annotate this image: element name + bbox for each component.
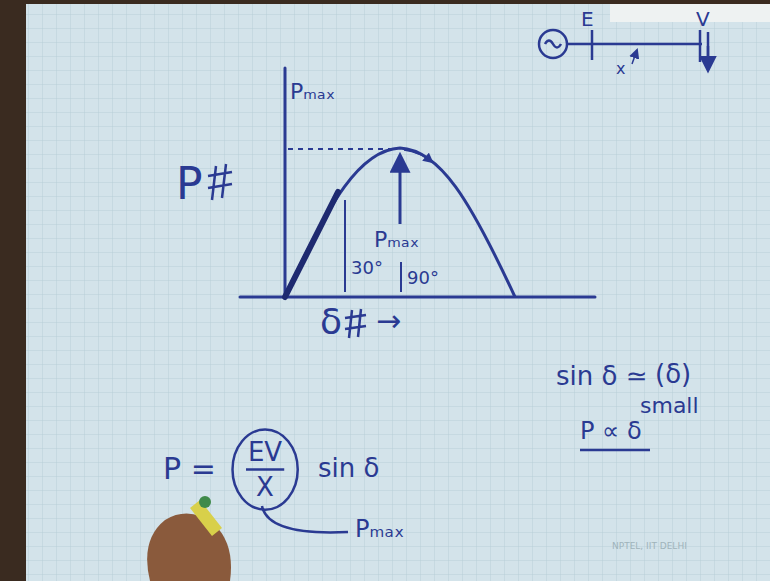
fraction-term: EV [231, 435, 299, 470]
scribble [208, 164, 366, 338]
fraction-term: X [231, 470, 299, 505]
handwritten-label: Pₘₐₓ [290, 80, 335, 104]
pmax-arrow [399, 156, 402, 224]
sine-curve [285, 148, 515, 297]
handwritten-label: P [176, 160, 203, 208]
pmax-dashed-line [288, 148, 392, 150]
handwritten-label: Pₘₐₓ [374, 228, 419, 252]
paper-corner [610, 4, 770, 22]
handwritten-label: V [696, 8, 710, 30]
label-slot: → [376, 304, 401, 337]
label-slot: sin δ ≃ [556, 362, 647, 391]
handwritten-label: δ [320, 302, 342, 342]
label-slot: Pₘₐₓ [290, 80, 335, 104]
label-slot: P ∝ δ [580, 418, 642, 444]
handwritten-label: P ∝ δ [580, 418, 642, 444]
fraction-bar [246, 469, 284, 472]
handwritten-label: (δ) [655, 360, 691, 389]
label-slot: small [640, 394, 699, 418]
label-slot: Pₘₐₓ [374, 228, 419, 252]
label-slot: x [616, 60, 625, 78]
label-slot: Pₘₐₓ [355, 516, 404, 542]
handwritten-label: NPTEL, IIT DELHI [612, 542, 687, 552]
handwritten-label: small [640, 394, 699, 418]
label-slot: E [581, 8, 594, 30]
label-slot: V [696, 8, 710, 30]
handwritten-label: Pₘₐₓ [355, 516, 404, 542]
underline [580, 449, 650, 452]
circled-term: EVX [231, 428, 299, 511]
angle-marker [344, 200, 346, 292]
handwritten-label: E [581, 8, 594, 30]
handwritten-label: 30° [351, 258, 383, 278]
axes [240, 68, 595, 298]
label-slot: sin δ [318, 454, 379, 483]
label-slot: 30° [351, 258, 383, 278]
paper-sheet [26, 4, 770, 581]
handwritten-label: sin δ ≃ [556, 362, 647, 391]
label-slot: (δ) [655, 360, 691, 389]
handwritten-label: P = [163, 452, 216, 485]
handwritten-label: sin δ [318, 454, 379, 483]
curve-arrow [404, 150, 432, 162]
label-slot: P [176, 160, 203, 208]
label-slot: δ [320, 302, 342, 342]
label-slot: 90° [407, 268, 439, 288]
handwritten-label: x [616, 60, 625, 78]
handwritten-label: 90° [407, 268, 439, 288]
angle-marker [400, 262, 402, 292]
handwritten-label: → [376, 304, 401, 337]
grid-paper [26, 4, 770, 581]
leader-line [262, 506, 348, 532]
hand-with-pen [147, 496, 231, 581]
linear-region [285, 192, 338, 297]
label-slot: P = [163, 452, 216, 485]
label-slot: NPTEL, IIT DELHI [612, 542, 687, 552]
